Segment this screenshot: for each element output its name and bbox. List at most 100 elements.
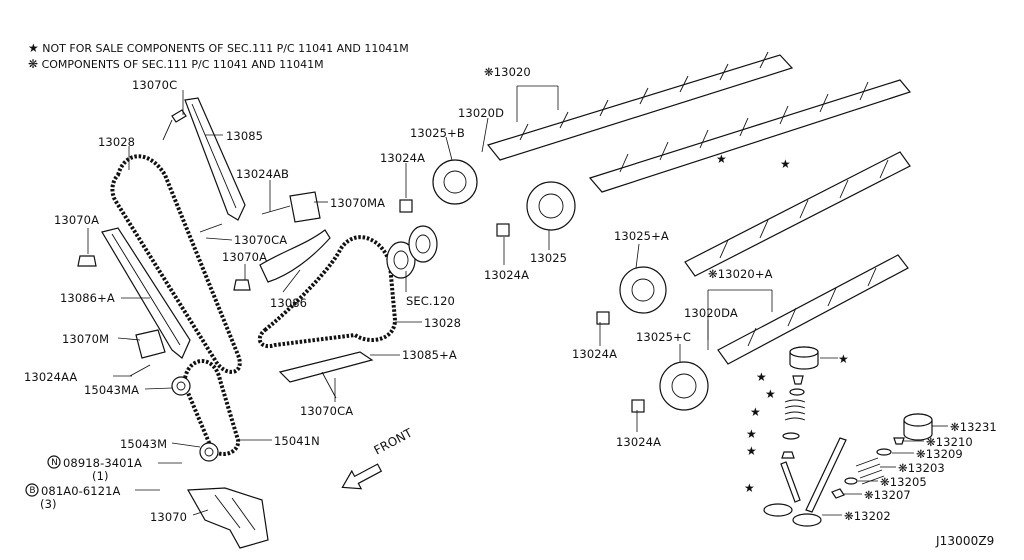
label-081A0-qty: (3) bbox=[40, 497, 57, 511]
sprocket-sec120-a bbox=[386, 241, 416, 279]
seat-13205 bbox=[844, 477, 858, 485]
label-13020A-text: 13020+A bbox=[717, 267, 773, 281]
asterisk-icon: ❋ bbox=[484, 65, 494, 79]
circled-N-letter: N bbox=[51, 458, 58, 468]
label-13070MA[interactable]: 13070MA bbox=[330, 196, 386, 210]
label-13207-text: 13207 bbox=[873, 488, 911, 502]
label-13209-text: 13209 bbox=[925, 447, 963, 461]
front-arrow bbox=[341, 463, 383, 490]
note-not-for-sale-text: NOT FOR SALE COMPONENTS OF SEC.111 P/C 1… bbox=[42, 42, 409, 55]
label-13024A-3[interactable]: 13024A bbox=[572, 347, 618, 361]
star-icon: ★ bbox=[746, 427, 757, 441]
valve-spring-starred bbox=[784, 399, 806, 421]
camshaft-starred-upper bbox=[588, 79, 912, 193]
cap-13070A-mid bbox=[233, 279, 251, 291]
label-13203-text: 13203 bbox=[907, 461, 945, 475]
label-13205-text: 13205 bbox=[889, 475, 927, 489]
label-13070C[interactable]: 13070C bbox=[132, 78, 178, 92]
label-13028-bot[interactable]: 13028 bbox=[424, 316, 462, 330]
label-13210-text: 13210 bbox=[935, 435, 973, 449]
label-13210[interactable]: ❋13210 bbox=[926, 436, 973, 448]
label-13070A-left[interactable]: 13070A bbox=[54, 213, 100, 227]
asterisk-icon: ❋ bbox=[926, 435, 936, 449]
cam-sprocket-13025C bbox=[659, 361, 709, 411]
label-13231[interactable]: ❋13231 bbox=[950, 421, 997, 433]
asterisk-icon: ❋ bbox=[898, 461, 908, 475]
star-icon: ★ bbox=[780, 157, 791, 171]
label-13202-text: 13202 bbox=[853, 509, 891, 523]
seal-13207 bbox=[831, 488, 845, 499]
star-icon: ★ bbox=[744, 481, 755, 495]
star-icon: ★ bbox=[756, 370, 767, 384]
cam-sprocket-13025A bbox=[619, 266, 667, 314]
label-13070M[interactable]: 13070M bbox=[62, 332, 110, 346]
label-13205[interactable]: ❋13205 bbox=[880, 476, 927, 488]
asterisk-icon: ❋ bbox=[844, 509, 854, 523]
label-13202[interactable]: ❋13202 bbox=[844, 510, 891, 522]
sprocket-bolts bbox=[399, 199, 645, 413]
label-13086[interactable]: 13086 bbox=[270, 296, 308, 310]
label-13070CA-bot[interactable]: 13070CA bbox=[300, 404, 354, 418]
cam-sprocket-13025 bbox=[526, 181, 576, 231]
asterisk-icon: ❋ bbox=[708, 267, 718, 281]
circled-N-symbol bbox=[47, 455, 61, 469]
sprocket-sec120-b bbox=[408, 225, 438, 263]
star-icon: ★ bbox=[28, 41, 39, 55]
label-13203[interactable]: ❋13203 bbox=[898, 462, 945, 474]
valve-stem-13202 bbox=[805, 437, 847, 513]
star-icon: ★ bbox=[765, 387, 776, 401]
label-13070CA-top[interactable]: 13070CA bbox=[234, 233, 288, 247]
label-13025C[interactable]: 13025+C bbox=[636, 330, 691, 344]
label-13085A[interactable]: 13085+A bbox=[402, 348, 457, 362]
valve-stem-starred bbox=[780, 461, 801, 503]
label-13024AB[interactable]: 13024AB bbox=[236, 167, 290, 181]
retainer-13209 bbox=[876, 448, 892, 456]
chain-case-13070 bbox=[187, 487, 269, 549]
chain-guide-13085A bbox=[278, 351, 374, 383]
circled-B-letter: B bbox=[29, 486, 36, 496]
label-13020A[interactable]: ❋13020+A bbox=[708, 268, 773, 280]
note-components: ❋ COMPONENTS OF SEC.111 P/C 11041 AND 11… bbox=[28, 58, 324, 71]
label-13209[interactable]: ❋13209 bbox=[916, 448, 963, 460]
label-13024A-4[interactable]: 13024A bbox=[616, 435, 662, 449]
camshaft-starred-lower bbox=[684, 151, 911, 277]
label-13020D[interactable]: 13020D bbox=[458, 106, 505, 120]
cap-13070A-left bbox=[77, 255, 97, 267]
label-08918-3401A[interactable]: 08918-3401A bbox=[63, 456, 142, 470]
label-15043M[interactable]: 15043M bbox=[120, 437, 168, 451]
asterisk-icon: ❋ bbox=[916, 447, 926, 461]
label-13020-text: 13020 bbox=[493, 65, 531, 79]
label-081A0-6121A[interactable]: 081A0-6121A bbox=[41, 484, 121, 498]
spring-13203 bbox=[855, 457, 885, 485]
camshaft-13020 bbox=[486, 51, 794, 161]
label-sec120[interactable]: SEC.120 bbox=[406, 294, 455, 308]
cam-sprocket-13025B bbox=[432, 159, 478, 205]
timing-chain-lower bbox=[182, 359, 240, 456]
label-13070[interactable]: 13070 bbox=[150, 510, 188, 524]
label-13024A-2[interactable]: 13024A bbox=[484, 268, 530, 282]
asterisk-icon: ❋ bbox=[950, 420, 960, 434]
bolt-13070C bbox=[171, 109, 187, 123]
label-13024A-1[interactable]: 13024A bbox=[380, 151, 426, 165]
label-13028-top[interactable]: 13028 bbox=[98, 135, 136, 149]
label-08918-qty: (1) bbox=[92, 469, 109, 483]
leader-lines bbox=[87, 90, 948, 516]
label-13025[interactable]: 13025 bbox=[530, 251, 568, 265]
label-13020DA[interactable]: 13020DA bbox=[684, 306, 738, 320]
label-13070A-mid[interactable]: 13070A bbox=[222, 250, 268, 264]
label-13025B[interactable]: 13025+B bbox=[410, 126, 465, 140]
label-13020[interactable]: ❋13020 bbox=[484, 66, 531, 78]
star-icon: ★ bbox=[750, 405, 761, 419]
star-icon: ★ bbox=[716, 152, 727, 166]
label-13207[interactable]: ❋13207 bbox=[864, 489, 911, 501]
label-13085[interactable]: 13085 bbox=[226, 129, 264, 143]
label-13086A[interactable]: 13086+A bbox=[60, 291, 115, 305]
label-15041N[interactable]: 15041N bbox=[274, 434, 320, 448]
asterisk-icon: ❋ bbox=[864, 488, 874, 502]
label-13025A[interactable]: 13025+A bbox=[614, 229, 669, 243]
camshaft-13020A bbox=[717, 254, 909, 365]
label-13024AA[interactable]: 13024AA bbox=[24, 370, 78, 384]
label-15043MA[interactable]: 15043MA bbox=[84, 383, 140, 397]
